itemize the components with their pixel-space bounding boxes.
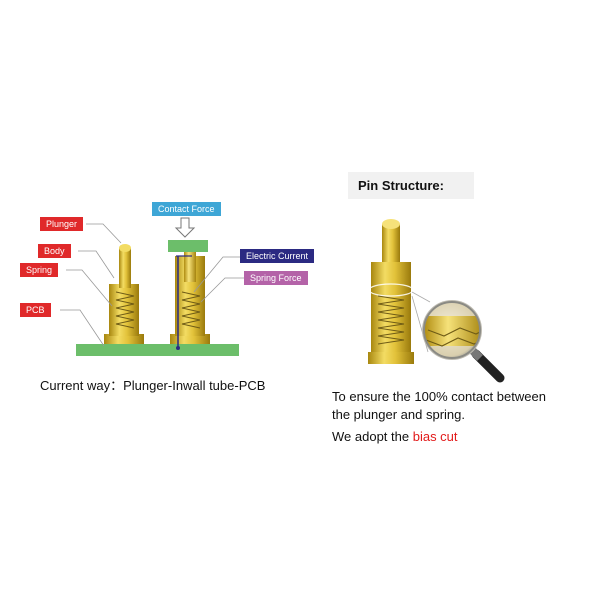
pcb-board bbox=[76, 344, 239, 356]
inner-spring bbox=[377, 295, 405, 345]
contact-plate bbox=[168, 240, 208, 252]
contact-force-label: Contact Force bbox=[152, 202, 221, 216]
contact-force-arrow bbox=[174, 217, 196, 238]
pcb-label: PCB bbox=[20, 303, 51, 317]
leader-lines bbox=[60, 223, 244, 347]
left-spring bbox=[115, 291, 135, 329]
right-spring bbox=[181, 291, 201, 329]
desc-line-2: the plunger and spring. bbox=[332, 407, 465, 422]
electric-current-label: Electric Current bbox=[240, 249, 315, 263]
magnifier-icon bbox=[422, 300, 505, 383]
bias-cut-marker bbox=[368, 283, 414, 297]
desc-line-3: We adopt the bias cut bbox=[332, 429, 458, 444]
body-label: Body bbox=[38, 244, 71, 258]
left-pogo-pin bbox=[104, 244, 144, 344]
spring-force-label: Spring Force bbox=[244, 271, 308, 285]
desc-line-1: To ensure the 100% contact between bbox=[332, 389, 546, 404]
bias-cut-highlight: bias cut bbox=[412, 429, 458, 444]
desc-line-3-prefix: We adopt the bbox=[332, 429, 413, 444]
pin-structure-drawing bbox=[368, 219, 431, 364]
plunger-label: Plunger bbox=[40, 217, 84, 231]
spring-label: Spring bbox=[20, 263, 59, 277]
pin-structure-title: Pin Structure: bbox=[348, 172, 474, 199]
right-pogo-pin bbox=[168, 240, 210, 350]
left-caption: Current way：Plunger-Inwall tube-PCB bbox=[40, 378, 266, 393]
